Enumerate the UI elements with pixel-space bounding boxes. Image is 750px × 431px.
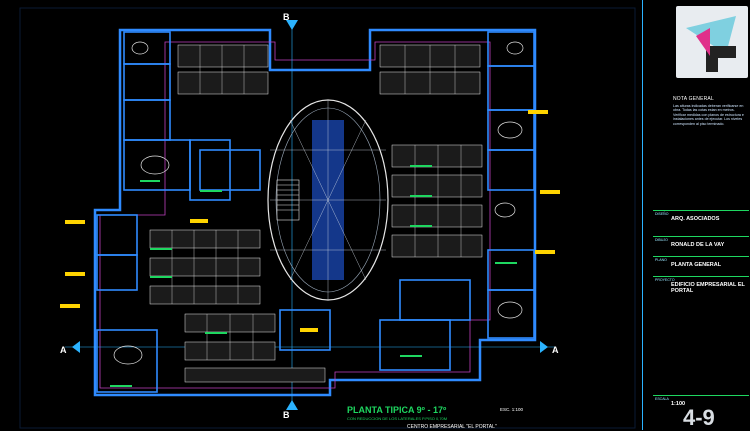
office-walls xyxy=(96,31,535,393)
level-marks xyxy=(60,110,560,332)
building-outline xyxy=(93,28,537,397)
meeting-tables xyxy=(113,41,524,365)
tb-row-drawing: DIBUJO RONALD DE LA VAY xyxy=(653,236,749,255)
plan-title: PLANTA TIPICA 9º - 17º xyxy=(347,405,447,415)
footer-title: CENTRO EMPRESARIAL "EL PORTAL" xyxy=(407,424,497,430)
workstations xyxy=(149,44,483,383)
stair-core xyxy=(276,179,300,221)
firm-logo-icon xyxy=(676,6,748,78)
tb-row-design: DISEÑO ARQ. ASOCIADOS xyxy=(653,210,749,233)
notes-heading: NOTA GENERAL xyxy=(673,96,714,102)
tb-row-plan: PLANO PLANTA GENERAL xyxy=(653,256,749,275)
room-labels xyxy=(110,165,517,387)
plan-subtitle: CON REDUCCION DE LOS LATERALES P.PISO 0,… xyxy=(347,416,448,421)
tb-row-project: PROYECTO EDIFICIO EMPRESARIAL EL PORTAL xyxy=(653,276,749,307)
tb-row-scale: ESCALA 1:100 xyxy=(653,395,749,408)
title-block: NOTA GENERAL Las alturas indicadas deber… xyxy=(642,0,750,430)
plan-scale: ESC. 1:100 xyxy=(500,407,524,412)
axis-markers xyxy=(72,20,548,410)
sheet-number: 4-9 xyxy=(683,405,715,430)
central-atrium xyxy=(267,99,389,301)
axis-lines xyxy=(65,22,555,405)
workstation-dividers xyxy=(171,45,462,360)
notes-body: Las alturas indicadas deberan verificars… xyxy=(673,104,744,126)
